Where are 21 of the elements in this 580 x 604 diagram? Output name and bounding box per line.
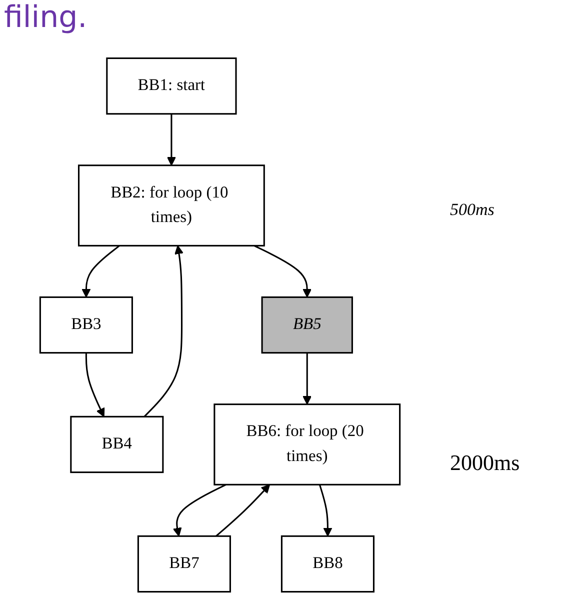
arrow <box>172 484 226 537</box>
arrow <box>85 352 105 418</box>
arrow <box>82 245 120 298</box>
node-box <box>280 535 374 593</box>
arrow <box>144 245 184 418</box>
duration-label: 500ms <box>450 200 494 220</box>
heading-fragment: filing. <box>4 0 88 35</box>
control-flow-graph: BB1: start BB2: for loop (10 times) BB3 BB4 BB5 BB6: for loop (20 times) BB7 BB8 <box>10 50 430 600</box>
arrow <box>318 484 332 537</box>
node-box <box>214 404 401 486</box>
node-box <box>261 296 353 354</box>
node-box <box>39 296 133 354</box>
node-box <box>106 57 237 115</box>
node-box <box>78 164 265 246</box>
arrow <box>166 114 176 166</box>
duration-label: 2000ms <box>450 450 520 476</box>
arrow <box>302 352 312 405</box>
arrow <box>216 484 270 537</box>
arrow <box>254 245 312 298</box>
node-box <box>70 416 164 474</box>
node-box <box>137 535 231 593</box>
